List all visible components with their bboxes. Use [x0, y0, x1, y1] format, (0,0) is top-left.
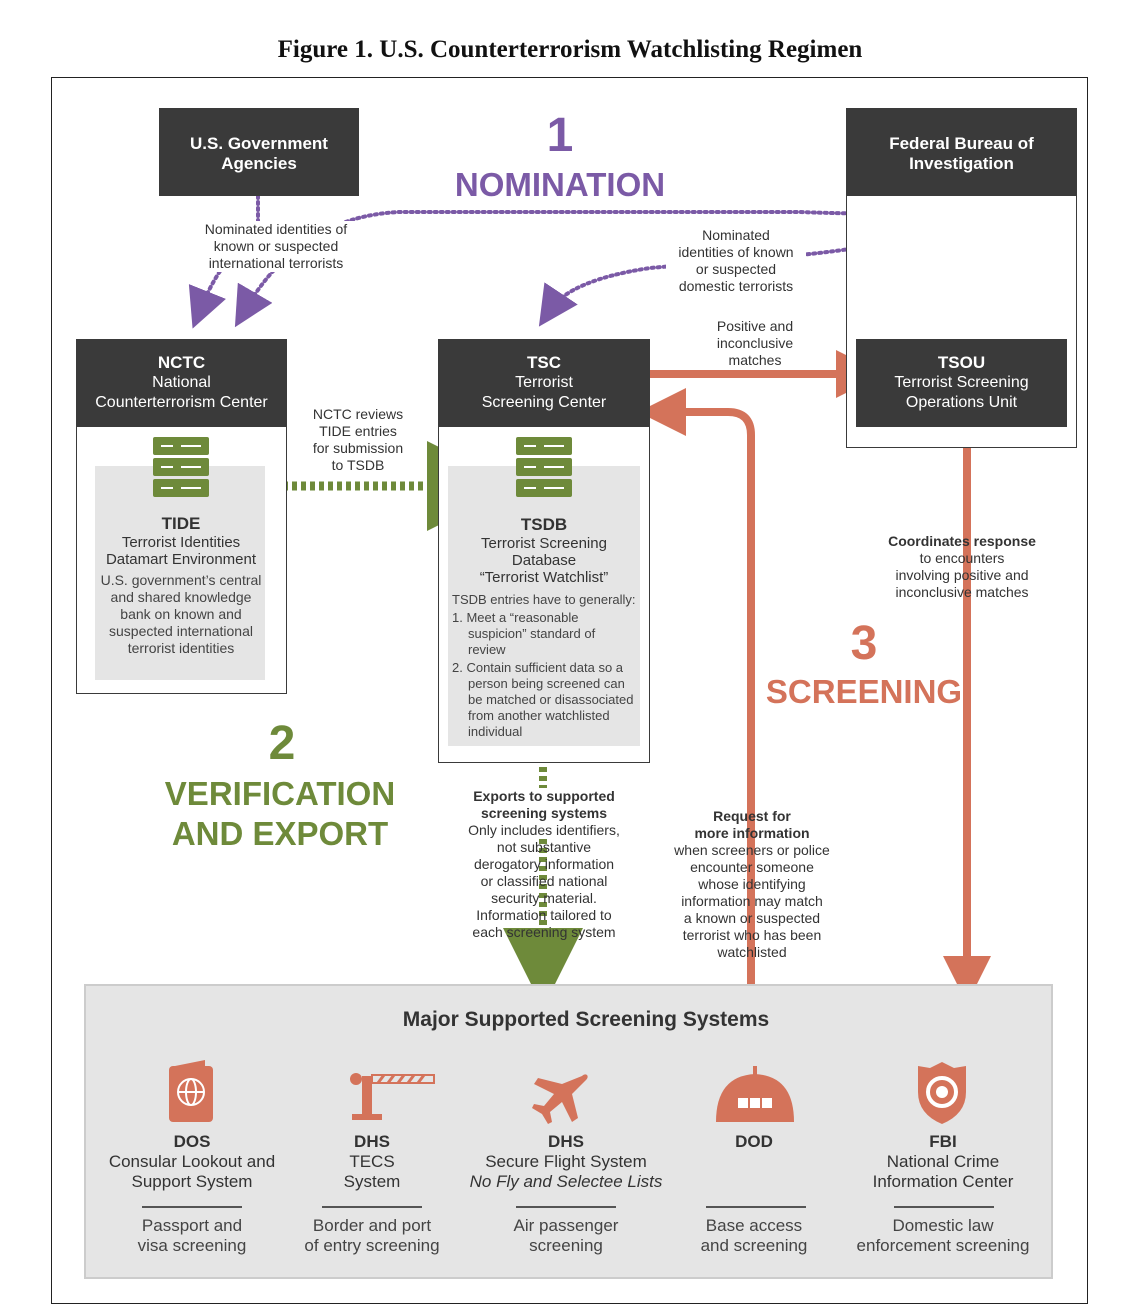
passport-icon: [169, 1060, 213, 1122]
fbi-line1: Federal Bureau of: [889, 134, 1034, 153]
divider-dod: [706, 1206, 806, 1208]
system-dos: DOS Consular Lookout and Support System: [108, 1132, 276, 1191]
stage-1-label: NOMINATION: [454, 166, 666, 203]
system-dhs-tecs: DHS TECS System: [343, 1132, 401, 1191]
stage-3-label: SCREENING: [765, 673, 963, 710]
tide-panel: [95, 466, 265, 680]
tsc-abbr: TSC: [527, 353, 561, 372]
tide-database-icon: [153, 437, 209, 500]
tsdb-database-icon: [516, 437, 572, 500]
diagram-frame: [51, 77, 1088, 1304]
stage-2-number: 2: [268, 717, 296, 770]
usg-line2: Agencies: [221, 154, 297, 173]
usg-line1: U.S. Government: [190, 134, 328, 153]
police-badge-icon: [918, 1062, 966, 1124]
request-info-arrow: [638, 388, 755, 986]
tsou-box: TSOU Terrorist Screening Operations Unit: [856, 339, 1067, 427]
tide-text: TIDE Terrorist Identities Datamart Envir…: [100, 514, 262, 656]
nctc-box: NCTC National Counterterrorism Center: [76, 339, 287, 427]
fbi-line2: Investigation: [909, 154, 1014, 173]
tsdb-panel: [448, 466, 640, 746]
divider-fbi: [894, 1206, 994, 1208]
tsc-box: TSC Terrorist Screening Center: [438, 339, 650, 427]
military-base-icon: [716, 1066, 794, 1122]
divider-dos: [142, 1206, 242, 1208]
fbi-box: Federal Bureau of Investigation: [846, 108, 1077, 196]
airplane-icon: [532, 1074, 588, 1124]
request-info-note: Request for more information when screen…: [674, 808, 830, 960]
system-dhs-secure-flight: DHS Secure Flight System No Fly and Sele…: [469, 1132, 663, 1191]
stage-1-number: 1: [546, 109, 574, 162]
exports-note: Exports to supported screening systems O…: [448, 788, 640, 941]
system-dod: DOD: [735, 1132, 773, 1151]
screening-systems-title: Major Supported Screening Systems: [402, 1008, 770, 1031]
divider-dhs-flight: [516, 1206, 616, 1208]
nctc-abbr: NCTC: [157, 353, 206, 372]
tsdb-criteria: TSDB entries have to generally: 1. Meet …: [452, 592, 636, 739]
stage-3-number: 3: [850, 617, 878, 670]
system-fbi-ncic: FBI National Crime Information Center: [872, 1132, 1014, 1191]
figure-title: Figure 1. U.S. Counterterrorism Watchlis…: [277, 36, 863, 63]
tsdb-text: TSDB Terrorist Screening Database “Terro…: [479, 515, 609, 586]
barrier-gate-icon: [350, 1073, 435, 1120]
screening-systems-panel: [84, 984, 1053, 1279]
tsou-abbr: TSOU: [937, 353, 986, 372]
usg-agencies-box: U.S. Government Agencies: [159, 108, 359, 196]
stage-2-label: VERIFICATION AND EXPORT: [164, 775, 396, 852]
divider-dhs-tecs: [322, 1206, 422, 1208]
